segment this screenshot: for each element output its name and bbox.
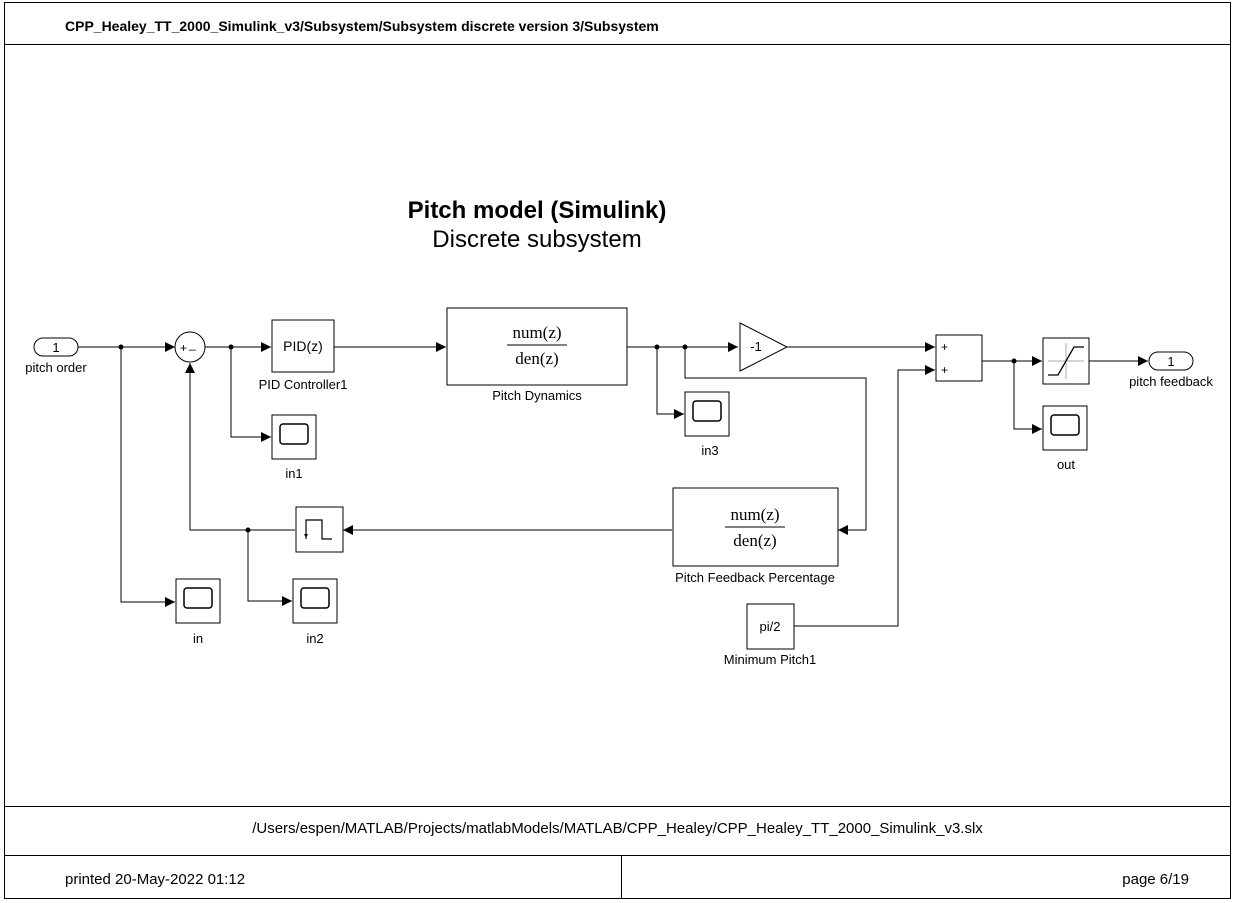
sum2-plus-sign-1: + [941,340,948,354]
branch-dot [682,344,688,350]
signal-line [185,363,295,531]
feedback-tf-numerator: num(z) [730,505,779,524]
inport-pitch-order[interactable]: 1 pitch order [25,337,87,375]
branch-dot [245,527,251,533]
page-number: page 6/19 [1122,871,1189,888]
diagram-title: Pitch model (Simulink) [408,197,667,224]
signal-line [120,347,175,607]
inport-label: pitch order [25,360,87,375]
inport-number: 1 [52,340,59,355]
outport-number: 1 [1167,354,1174,369]
minimum-pitch-constant-block[interactable]: pi/2 Minimum Pitch1 [724,603,816,667]
pid-block-label: PID Controller1 [259,377,348,392]
branch-points [118,344,1017,533]
signal-line [1013,361,1042,434]
model-path-header: CPP_Healey_TT_2000_Simulink_v3/Subsystem… [65,18,659,34]
signal-line [230,347,271,442]
pitch-dynamics-block[interactable]: num(z) den(z) Pitch Dynamics [446,307,628,403]
scope-in3-label: in3 [701,443,718,458]
pid-controller-block[interactable]: PID(z) PID Controller1 [259,319,348,392]
footer-divider-top [4,806,1231,807]
scope-in2-label: in2 [306,631,323,646]
page-frame [4,2,1231,899]
unit-delay-block[interactable] [295,506,344,553]
pitch-dynamics-label: Pitch Dynamics [492,388,582,403]
scope-in1-label: in1 [285,466,302,481]
printed-date: printed 20-May-2022 01:12 [65,871,246,888]
pid-block-text: PID(z) [283,338,323,354]
constant-block-text: pi/2 [760,619,781,634]
outport-label: pitch feedback [1129,374,1213,389]
scope-out-label: out [1057,457,1075,472]
branch-dot [228,344,234,350]
footer-divider-bottom [4,855,1231,856]
pitch-feedback-percentage-block[interactable]: num(z) den(z) Pitch Feedback Percentage [672,487,839,585]
sum1-plus-sign: + [180,341,187,355]
signal-line [247,530,292,606]
sum1-minus-sign: _ [188,337,196,351]
feedback-tf-denominator: den(z) [733,531,776,550]
signal-line [794,365,935,627]
gain-block-text: -1 [750,339,762,354]
saturation-block[interactable] [1042,337,1090,385]
diagram-subtitle: Discrete subsystem [432,226,641,253]
signal-line [656,347,684,419]
pitch-dynamics-denominator: den(z) [515,349,558,368]
scope-in2[interactable]: in2 [292,578,338,646]
footer-column-divider [621,855,622,899]
branch-dot [118,344,124,350]
scope-in-label: in [193,631,203,646]
pitch-dynamics-numerator: num(z) [512,323,561,342]
branch-dot [1011,358,1017,364]
header-divider [4,44,1231,45]
outport-pitch-feedback[interactable]: 1 pitch feedback [1129,351,1213,389]
sum-block-1[interactable]: + _ [174,331,206,363]
feedback-tf-label: Pitch Feedback Percentage [675,570,835,585]
signal-lines [78,342,1148,627]
file-path-footer: /Users/espen/MATLAB/Projects/matlabModel… [252,820,983,837]
branch-dot [654,344,660,350]
sum2-plus-sign-2: + [941,363,948,377]
signal-line [684,347,867,535]
scope-in3[interactable]: in3 [684,391,730,458]
scope-in1[interactable]: in1 [271,414,317,481]
gain-block[interactable]: -1 [739,322,789,372]
sum-block-2[interactable]: + + [935,334,983,382]
constant-block-label: Minimum Pitch1 [724,652,816,667]
scope-in[interactable]: in [175,578,221,646]
scope-out[interactable]: out [1042,405,1088,472]
